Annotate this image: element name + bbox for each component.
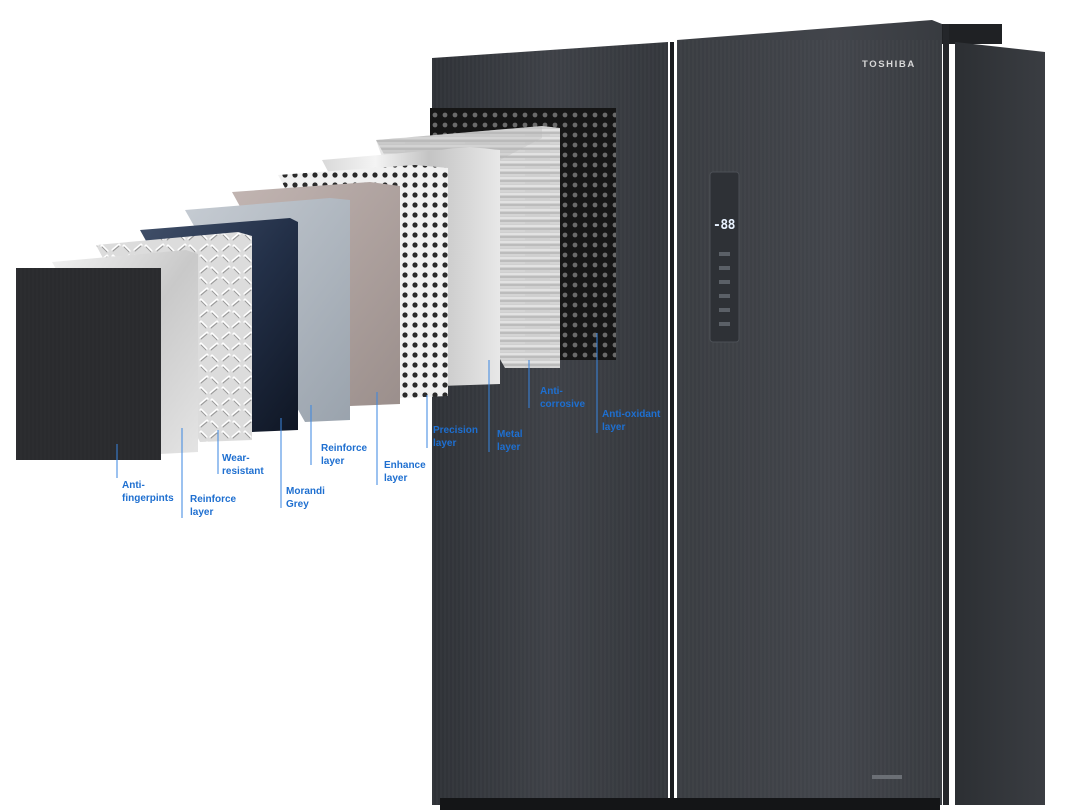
callout-label: Morandi Grey — [286, 486, 325, 510]
callout-anti-fingerprint: Anti- fingerpints — [122, 479, 202, 505]
callout-label: Anti-oxidant layer — [602, 409, 661, 433]
control-panel — [709, 171, 740, 343]
control-button — [719, 308, 730, 312]
callout-label: Wear- resistant — [222, 453, 264, 477]
callout-precision-layer: Precision layer — [433, 424, 513, 450]
callout-label: Precision layer — [433, 425, 479, 449]
callout-label: Reinforce layer — [321, 443, 368, 467]
callout-anti-oxidant-layer: Anti-oxidant layer — [602, 408, 682, 434]
callout-label: Reinforce layer — [190, 494, 237, 518]
callout-enhance-layer: Enhance layer — [384, 459, 464, 485]
callout-reinforce-layer-lower: Reinforce layer — [190, 493, 270, 519]
callout-label: Enhance layer — [384, 460, 426, 484]
callout-label: Metal layer — [497, 429, 523, 453]
control-button — [719, 322, 730, 326]
callout-reinforce-layer-upper: Reinforce layer — [321, 442, 401, 468]
fridge-base — [440, 798, 940, 810]
callout-lines — [116, 333, 598, 518]
callout-anti-corrosive: Anti- corrosive — [540, 385, 620, 411]
callout-label: Anti- fingerpints — [122, 480, 174, 504]
control-button — [719, 280, 730, 284]
callout-metal-layer: Metal layer — [497, 428, 577, 454]
fridge-top-hinge — [940, 24, 1002, 44]
control-button — [719, 252, 730, 256]
callout-morandi-grey: Morandi Grey — [286, 485, 366, 511]
callout-wear-resistant: Wear- resistant — [222, 452, 302, 478]
control-button — [719, 266, 730, 270]
brand-logo: TOSHIBA — [862, 59, 916, 70]
fridge-side-panel — [955, 42, 1045, 805]
callout-label: Anti- corrosive — [540, 386, 586, 410]
material-layers — [16, 108, 616, 460]
control-button — [719, 294, 730, 298]
temperature-display: -88 — [713, 218, 735, 233]
badge-plate — [872, 775, 902, 779]
